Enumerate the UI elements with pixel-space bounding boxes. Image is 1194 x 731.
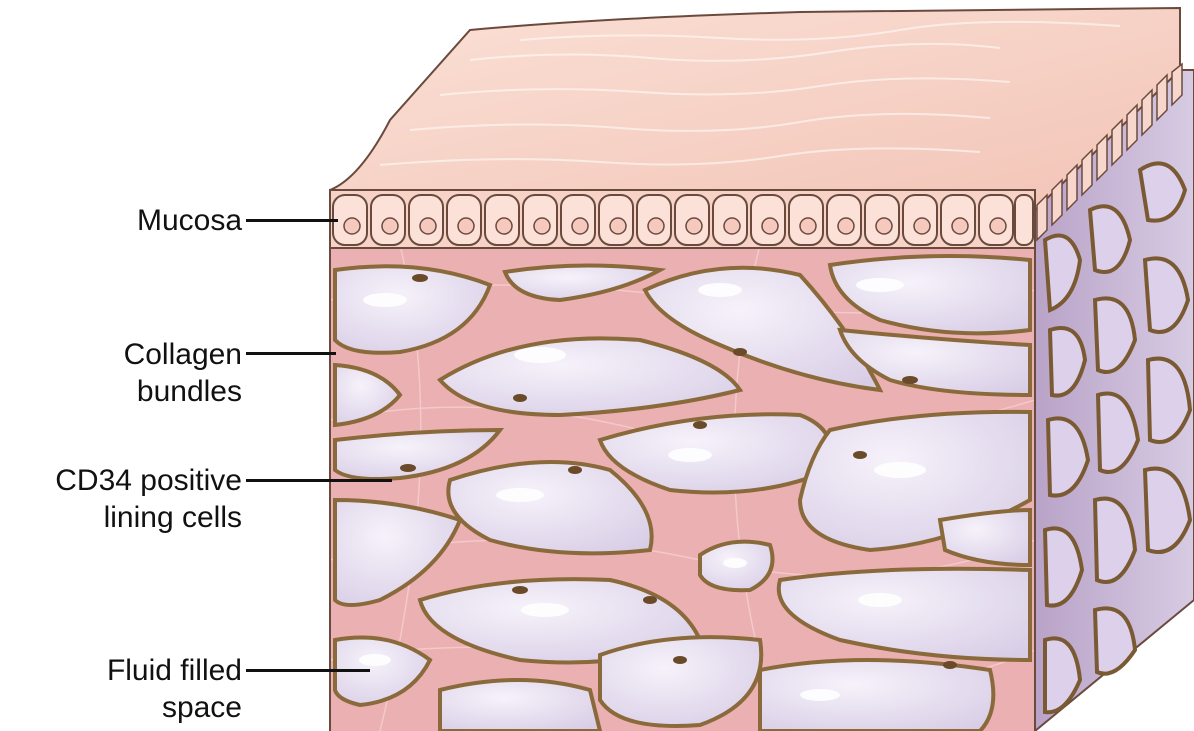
leader-collagen [246, 352, 336, 355]
label-cd34-line1: CD34 positive [55, 462, 242, 499]
leader-mucosa [246, 219, 338, 222]
label-fluid-line1: Fluid filled [107, 652, 242, 689]
label-collagen-bundles: Collagen bundles [124, 336, 242, 410]
mucosa-top-surface [330, 8, 1180, 210]
label-fluid-line2: space [107, 689, 242, 726]
label-cd34-cells: CD34 positive lining cells [55, 462, 242, 536]
leader-fluid [246, 669, 370, 672]
label-collagen-line2: bundles [124, 373, 242, 410]
label-cd34-line2: lining cells [55, 499, 242, 536]
label-fluid-space: Fluid filled space [107, 652, 242, 726]
label-collagen-line1: Collagen [124, 336, 242, 373]
label-mucosa: Mucosa [137, 202, 242, 239]
leader-cd34 [246, 479, 392, 482]
